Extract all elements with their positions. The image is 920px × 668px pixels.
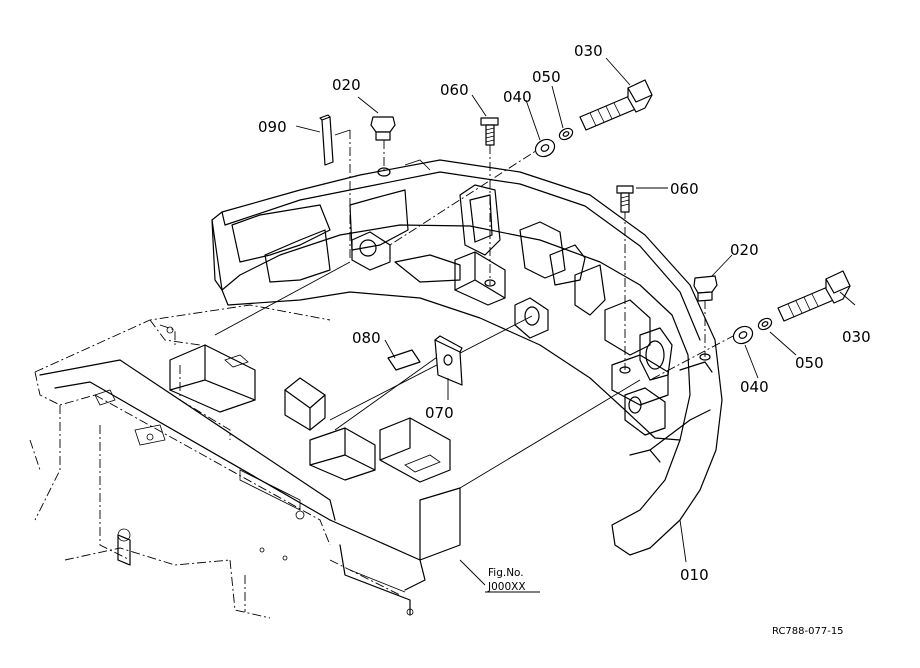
part-040-washer-right bbox=[732, 325, 754, 345]
label-020-left: 020 bbox=[332, 76, 361, 94]
machine-frame bbox=[29, 304, 461, 619]
label-040-right: 040 bbox=[740, 378, 769, 396]
part-080-shim-plate bbox=[387, 349, 421, 371]
part-050-lockwasher-top bbox=[558, 127, 574, 141]
part-020-plug-right bbox=[693, 275, 718, 302]
drawing-code: RC788-077-15 bbox=[772, 626, 844, 637]
label-010: 010 bbox=[680, 566, 709, 584]
label-030-right: 030 bbox=[842, 328, 871, 346]
label-090: 090 bbox=[258, 118, 287, 136]
part-020-plug-left bbox=[370, 116, 396, 141]
center-lines bbox=[214, 130, 736, 489]
part-090-key-bar bbox=[319, 114, 351, 166]
callout-labels: 090 020 060 040 050 030 060 020 030 040 … bbox=[258, 42, 871, 637]
label-030-top: 030 bbox=[574, 42, 603, 60]
part-060-bolt-top bbox=[480, 117, 499, 146]
part-070-bracket bbox=[434, 335, 463, 386]
part-060-bolt-right bbox=[616, 185, 634, 213]
part-040-washer-top bbox=[534, 138, 556, 158]
label-060-top: 060 bbox=[440, 81, 469, 99]
figure-ref-line2: J000XX bbox=[487, 581, 526, 593]
part-030-bolt-right bbox=[777, 270, 851, 322]
label-020-right: 020 bbox=[730, 241, 759, 259]
label-070: 070 bbox=[425, 404, 454, 422]
label-050-top: 050 bbox=[532, 68, 561, 86]
callout-leaders bbox=[295, 57, 856, 593]
part-050-lockwasher-right bbox=[757, 317, 773, 331]
label-060-right: 060 bbox=[670, 180, 699, 198]
label-050-right: 050 bbox=[795, 354, 824, 372]
label-040-top: 040 bbox=[503, 88, 532, 106]
part-030-bolt-top bbox=[579, 79, 653, 131]
counterweight-010 bbox=[211, 159, 723, 556]
label-080: 080 bbox=[352, 329, 381, 347]
figure-ref-line1: Fig.No. bbox=[488, 567, 524, 579]
